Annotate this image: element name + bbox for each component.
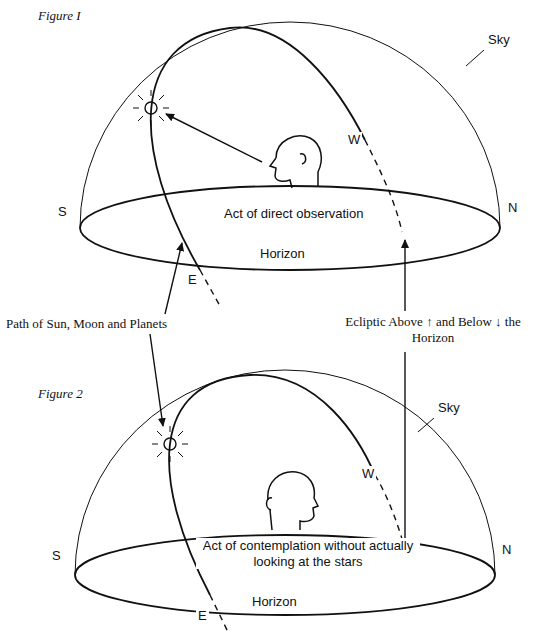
horizon-label: Horizon: [250, 594, 299, 610]
sky-pointer: [466, 50, 484, 66]
figure-title: Figure 2: [36, 386, 85, 402]
sky-pointer: [418, 418, 434, 432]
ecliptic-above: [151, 27, 365, 270]
compass-point: W: [360, 466, 376, 482]
compass-point: S: [50, 548, 63, 564]
ecliptic-below: [365, 140, 402, 232]
compass-point: E: [196, 608, 209, 624]
horizon-ellipse: [75, 535, 495, 615]
horizon-ellipse: [80, 186, 500, 270]
path-pointer: [165, 243, 182, 314]
ecliptic-below: [200, 270, 220, 306]
compass-point: E: [186, 272, 199, 288]
ecliptic-pointer: [404, 240, 405, 311]
sky-dome: [75, 370, 495, 575]
sun-symbol: [152, 426, 188, 462]
figure-title: Figure I: [36, 8, 82, 24]
observer-caption: Act of direct observation: [222, 206, 365, 222]
gaze-arrow: [166, 114, 262, 162]
contemplation-caption: Act of contemplation without actually lo…: [196, 538, 420, 569]
horizon-label: Horizon: [258, 246, 307, 262]
head-profile: [267, 472, 318, 530]
compass-point: N: [500, 542, 513, 558]
compass-point: N: [506, 200, 519, 216]
ecliptic-pointer: [404, 352, 405, 548]
compass-point: S: [56, 204, 69, 220]
sun-symbol: [133, 90, 169, 126]
sky-label: Sky: [436, 400, 462, 416]
head-profile: [270, 136, 321, 188]
compass-point: W: [346, 132, 362, 148]
path-label: Path of Sun, Moon and Planets: [4, 316, 169, 332]
ecliptic-label: Ecliptic Above ↑ and Below ↓ the Horizon: [331, 314, 535, 345]
ecliptic-below: [210, 595, 228, 632]
sky-label: Sky: [486, 32, 512, 48]
